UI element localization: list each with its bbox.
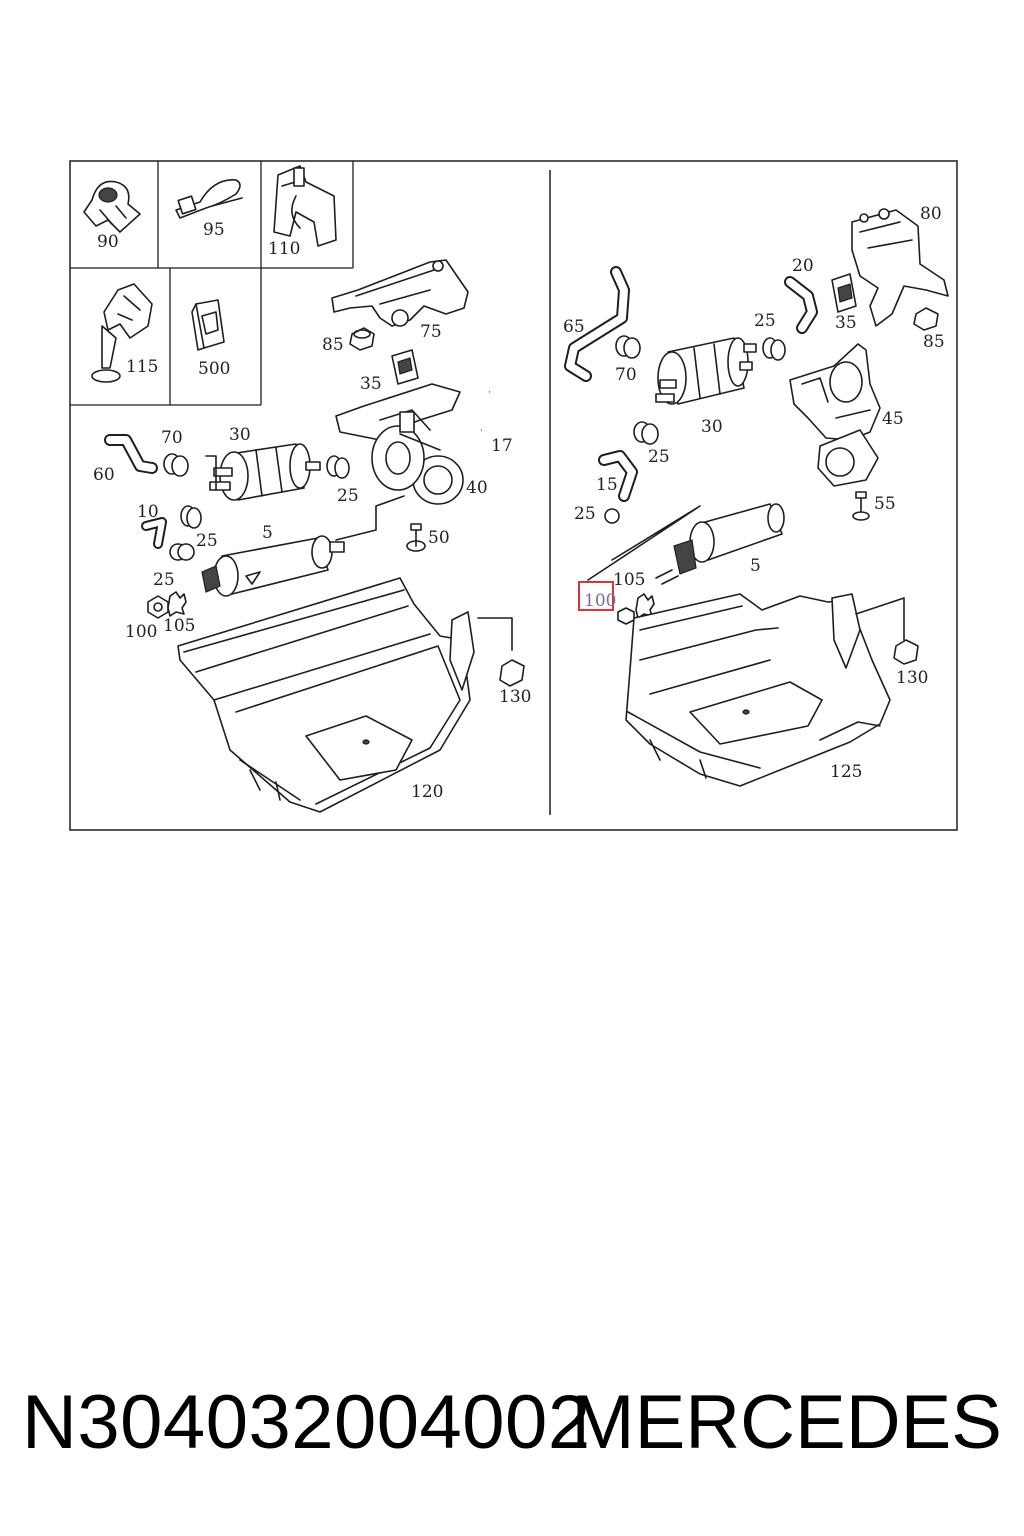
bolt-55-drawing bbox=[852, 491, 870, 521]
callout-25c: 25 bbox=[153, 570, 175, 590]
callout-130: 130 bbox=[499, 687, 531, 707]
brand-name: MERCEDES bbox=[571, 1380, 1002, 1465]
callout-105: 105 bbox=[613, 570, 645, 590]
callout-70: 70 bbox=[615, 365, 637, 385]
callout-10: 10 bbox=[137, 502, 159, 522]
callout-125: 125 bbox=[830, 762, 862, 782]
callout-80: 80 bbox=[920, 204, 942, 224]
clip-90-drawing bbox=[83, 180, 141, 233]
damper-35-right-drawing bbox=[831, 273, 857, 313]
callout-115: 115 bbox=[126, 357, 158, 377]
clamp-25-drawing bbox=[169, 455, 350, 561]
callout-35: 35 bbox=[360, 374, 382, 394]
holder-110-drawing bbox=[273, 165, 337, 247]
leader-lines-left bbox=[205, 455, 405, 541]
callout-100: 100 bbox=[125, 622, 157, 642]
callout-45: 45 bbox=[882, 409, 904, 429]
nut-100-drawing bbox=[147, 595, 169, 619]
nut-85-right-drawing bbox=[913, 307, 939, 331]
right-callouts: 80 20 25 35 85 65 70 45 30 25 15 55 25 1… bbox=[563, 204, 945, 782]
hose-15-drawing bbox=[598, 450, 638, 502]
parts-diagram: 90 95 110 115 500 85 75 35 17 60 70 30 2… bbox=[69, 160, 958, 831]
callout-15: 15 bbox=[596, 475, 618, 495]
hose-60-drawing bbox=[104, 434, 158, 474]
callout-5: 5 bbox=[750, 556, 761, 576]
callout-17: 17 bbox=[491, 436, 513, 456]
callout-50: 50 bbox=[428, 528, 450, 548]
bracket-115-drawing bbox=[91, 283, 153, 383]
callout-70: 70 bbox=[161, 428, 183, 448]
left-callouts: 90 95 110 115 500 85 75 35 17 60 70 30 2… bbox=[93, 220, 531, 802]
clamp-70-right-drawing bbox=[615, 335, 641, 359]
callout-105: 105 bbox=[163, 616, 195, 636]
callout-500: 500 bbox=[198, 359, 230, 379]
nut-130-right-drawing bbox=[893, 639, 919, 665]
callout-85: 85 bbox=[923, 332, 945, 352]
part-number: N304032004002 bbox=[22, 1380, 591, 1465]
callout-20: 20 bbox=[792, 256, 814, 276]
cable-tie-95-drawing bbox=[175, 179, 243, 219]
callout-60: 60 bbox=[93, 465, 115, 485]
callout-100-highlighted: 100 bbox=[584, 591, 616, 611]
small-parts-grid bbox=[70, 161, 354, 406]
nut-130-drawing bbox=[499, 659, 525, 687]
nut-85-drawing bbox=[349, 327, 375, 351]
callout-110: 110 bbox=[268, 239, 300, 259]
callout-25b: 25 bbox=[648, 447, 670, 467]
hose-65-drawing bbox=[564, 266, 630, 382]
callout-95: 95 bbox=[203, 220, 225, 240]
callout-25b: 25 bbox=[196, 531, 218, 551]
callout-130: 130 bbox=[896, 668, 928, 688]
bracket-80-drawing bbox=[851, 208, 949, 327]
washer-105-drawing bbox=[167, 591, 187, 617]
callout-40: 40 bbox=[466, 478, 488, 498]
callout-65: 65 bbox=[563, 317, 585, 337]
tank-cover-120-drawing bbox=[177, 577, 513, 813]
callout-25a: 25 bbox=[754, 311, 776, 331]
callout-30: 30 bbox=[701, 417, 723, 437]
callout-35: 35 bbox=[835, 313, 857, 333]
callout-120: 120 bbox=[411, 782, 443, 802]
diagram-frame bbox=[69, 160, 958, 831]
hose-10-drawing bbox=[141, 517, 167, 549]
callout-90: 90 bbox=[97, 232, 119, 252]
bracket-75-drawing bbox=[331, 259, 469, 327]
fuel-pump-5-right-drawing bbox=[587, 503, 785, 585]
fuel-pump-5-drawing bbox=[201, 535, 345, 597]
tank-cover-125-drawing bbox=[625, 593, 905, 787]
holder-45-drawing bbox=[789, 343, 881, 487]
nut-100-right-drawing bbox=[617, 607, 635, 625]
pipe-17-drawing bbox=[481, 390, 528, 432]
fuel-filter-30-drawing bbox=[209, 443, 321, 501]
callout-85: 85 bbox=[322, 335, 344, 355]
callout-5: 5 bbox=[262, 523, 273, 543]
clamp-25-right-drawing bbox=[604, 337, 786, 524]
callout-75: 75 bbox=[420, 322, 442, 342]
bolt-50-drawing bbox=[406, 523, 426, 552]
washer-105-right-drawing bbox=[635, 593, 655, 619]
callout-25a: 25 bbox=[337, 486, 359, 506]
damper-35-drawing bbox=[391, 349, 419, 385]
callout-25c: 25 bbox=[574, 504, 596, 524]
hose-20-drawing bbox=[784, 276, 818, 334]
holder-40-drawing bbox=[335, 383, 464, 505]
fuel-filter-30-right-drawing bbox=[655, 337, 757, 405]
callout-55: 55 bbox=[874, 494, 896, 514]
callout-30: 30 bbox=[229, 425, 251, 445]
highlight-box bbox=[578, 581, 614, 611]
footer: N304032004002 MERCEDES bbox=[0, 1368, 1024, 1478]
clip-500-drawing bbox=[191, 299, 225, 351]
clamp-70-drawing bbox=[163, 453, 189, 477]
